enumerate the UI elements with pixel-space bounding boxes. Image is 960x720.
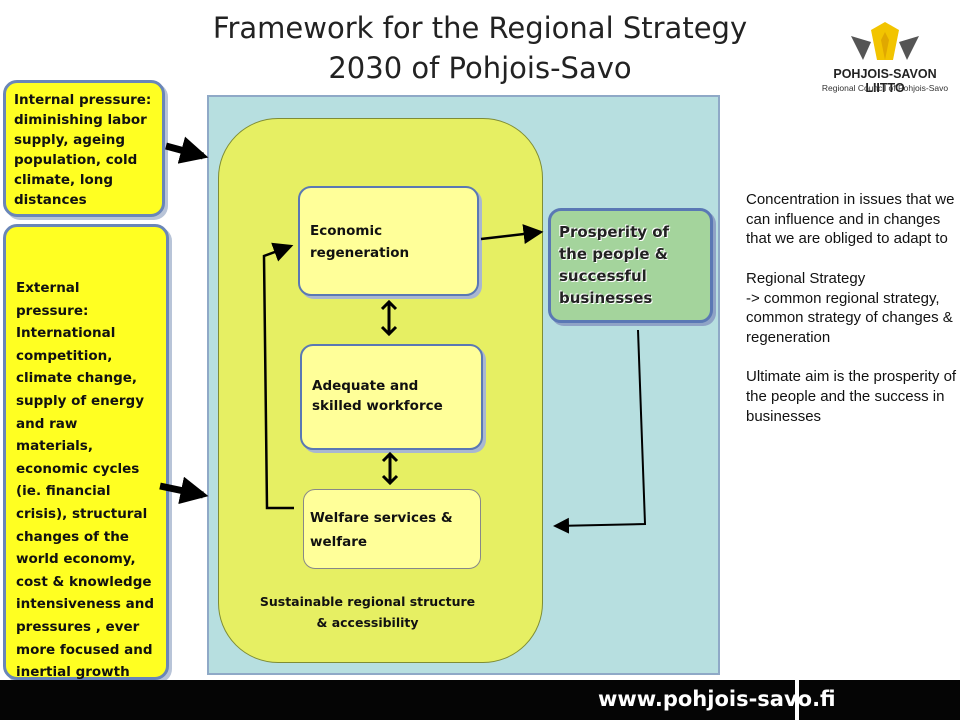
workforce-welfare-double-arrow bbox=[381, 451, 399, 486]
explanation-aim: Ultimate aim is the prosperity of the pe… bbox=[746, 368, 957, 425]
footer-divider bbox=[795, 680, 799, 720]
footer-bar bbox=[0, 680, 960, 720]
prosperity-feedback-arrow bbox=[553, 329, 647, 534]
explanation-strategy-changes: common strategy of changes & regeneratio… bbox=[746, 309, 953, 346]
explanation-text: Concentration in issues that we can infl… bbox=[746, 190, 958, 446]
title-line-1: Framework for the Regional Strategy bbox=[212, 11, 748, 45]
sustainable-structure-label: Sustainable regional structure & accessi… bbox=[259, 594, 476, 630]
external-pressure-arrow bbox=[159, 476, 209, 505]
title-line-2: 2030 of Pohjois-Savo bbox=[328, 51, 632, 85]
logo-name: POHJOIS-SAVON LIITTO bbox=[833, 67, 937, 95]
prosperity-box: Prosperity of the people & successful bu… bbox=[548, 208, 713, 323]
welfare-to-economy-arrow bbox=[262, 242, 294, 510]
regional-council-logo: POHJOIS-SAVON LIITTO Regional Council of… bbox=[815, 20, 955, 100]
internal-pressure-arrow bbox=[165, 136, 209, 164]
explanation-strategy-arrow: -> common regional strategy, bbox=[746, 289, 940, 307]
workforce-box: Adequate and skilled workforce bbox=[300, 344, 483, 450]
economy-to-prosperity-arrow bbox=[480, 224, 544, 244]
economic-regeneration-box: Economic regeneration bbox=[298, 186, 479, 296]
economy-workforce-double-arrow bbox=[380, 299, 398, 337]
footer-website-link[interactable]: www.pohjois-savo.fi bbox=[598, 687, 836, 711]
page-title: Framework for the Regional Strategy 2030… bbox=[180, 8, 780, 88]
logo-subtitle: Regional Council of Pohjois-Savo bbox=[821, 83, 949, 93]
explanation-strategy: Regional Strategy -> common regional str… bbox=[746, 269, 958, 348]
explanation-strategy-title: Regional Strategy bbox=[746, 269, 866, 287]
internal-pressure-box: Internal pressure: diminishing labor sup… bbox=[3, 80, 165, 217]
logo-emblem-icon bbox=[851, 22, 919, 60]
explanation-focus: Concentration in issues that we can infl… bbox=[746, 191, 955, 248]
welfare-box: Welfare services & welfare bbox=[303, 489, 481, 569]
external-pressure-box: External pressure: International competi… bbox=[3, 224, 169, 680]
